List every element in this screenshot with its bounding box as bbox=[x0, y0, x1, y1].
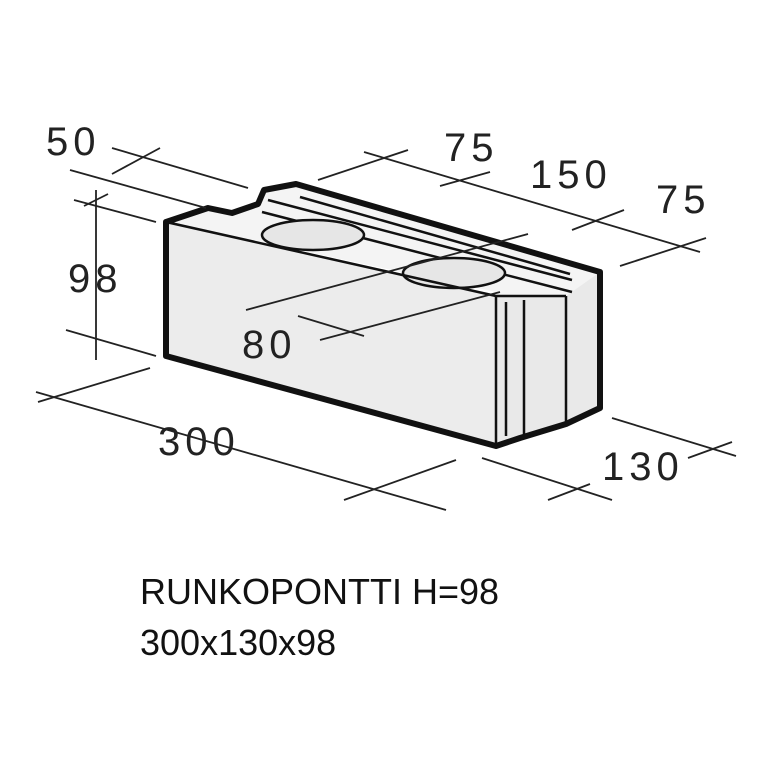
product-name: RUNKOPONTTI H=98 bbox=[140, 571, 499, 612]
product-size: 300x130x98 bbox=[140, 622, 336, 663]
dim-label-75-left: 75 bbox=[444, 126, 499, 170]
block-front-top-edge bbox=[165, 220, 497, 298]
dim-label-300: 300 bbox=[158, 420, 240, 464]
hole-right bbox=[401, 256, 507, 290]
dim-label-130: 130 bbox=[602, 445, 684, 489]
tongue-detail bbox=[496, 294, 568, 436]
dim-label-150: 150 bbox=[530, 153, 612, 197]
dim-label-80: 80 bbox=[242, 323, 297, 367]
block-end-face bbox=[496, 272, 600, 446]
block-drawing bbox=[163, 181, 603, 449]
dim-label-75-right: 75 bbox=[656, 178, 711, 222]
dim-label-50: 50 bbox=[46, 120, 101, 164]
dimension-lines bbox=[35, 147, 737, 511]
hole-left bbox=[260, 218, 366, 252]
dim-label-98: 98 bbox=[68, 257, 123, 301]
